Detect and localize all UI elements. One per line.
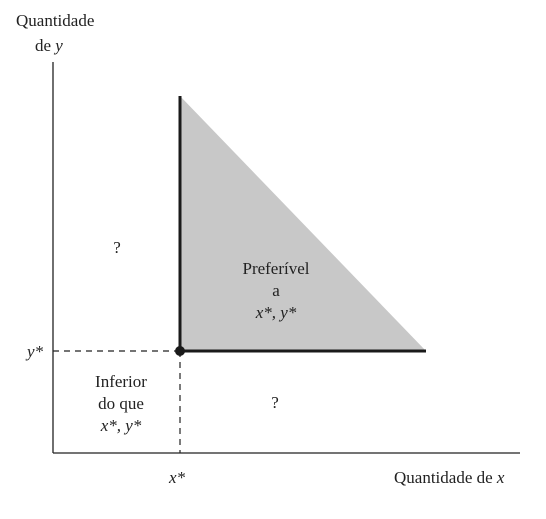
y-axis-label: Quantidade: [16, 11, 94, 30]
preferred-label-line3: x*, y*: [255, 303, 297, 322]
lower-right-question-mark: ?: [271, 393, 279, 412]
preferred-label-line1: Preferível: [242, 259, 309, 278]
inferior-label-line2: do que: [98, 394, 144, 413]
bundle-point: [175, 346, 185, 356]
inferior-label-line1: Inferior: [95, 372, 147, 391]
x-axis-label: Quantidade de x: [394, 468, 505, 487]
x-star-label: x*: [168, 468, 186, 487]
preferred-region: [180, 96, 426, 351]
preferred-label-line2: a: [272, 281, 280, 300]
inferior-label-line3: x*, y*: [100, 416, 142, 435]
y-axis-label-line2: de y: [35, 36, 63, 55]
y-star-label: y*: [25, 342, 44, 361]
upper-left-question-mark: ?: [113, 238, 121, 257]
